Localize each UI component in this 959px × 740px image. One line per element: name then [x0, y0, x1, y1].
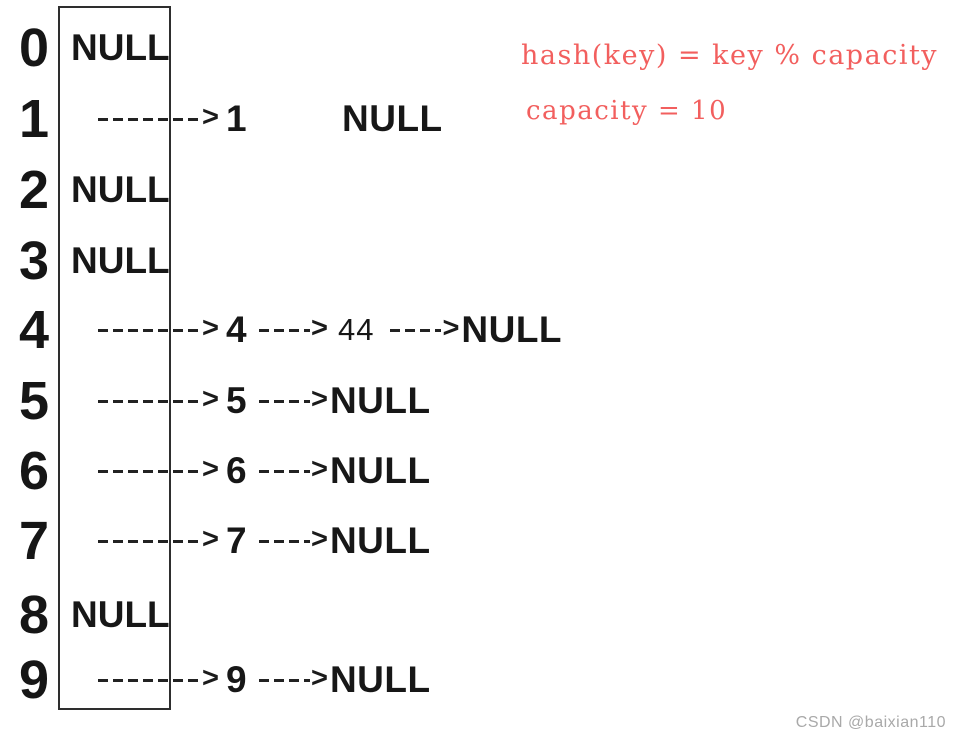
arrow-head-icon: >: [311, 311, 328, 344]
bucket-row-7: >7>NULL: [58, 506, 431, 576]
bucket-row-4: >4>44>NULL: [58, 295, 562, 365]
null-terminator: NULL: [71, 594, 170, 635]
dashed-arrow-long: >: [98, 452, 219, 486]
arrow-head-icon: >: [202, 452, 219, 485]
dashed-arrow-short: >: [259, 311, 328, 345]
null-terminator: NULL: [71, 27, 170, 68]
capacity-text: capacity = 10: [526, 96, 728, 126]
bucket-index-7: 7: [18, 511, 50, 571]
arrow-head-icon: >: [311, 522, 328, 555]
bucket-row-1: >1 NULL: [58, 84, 443, 154]
dashed-arrow-long: >: [98, 661, 219, 695]
bucket-row-5: >5>NULL: [58, 366, 431, 436]
node-value-1: 1: [225, 98, 248, 139]
dashed-arrow-long: >: [98, 311, 219, 345]
bucket-row-3: NULL: [58, 226, 170, 296]
bucket-index-2: 2: [18, 160, 50, 220]
dashed-arrow-short: >: [259, 452, 328, 486]
null-terminator: NULL: [329, 450, 431, 491]
dashed-arrow-long: >: [98, 100, 219, 134]
arrow-dash-line: [259, 678, 311, 682]
bucket-index-6: 6: [18, 441, 50, 501]
node-value-44: 44: [337, 312, 375, 347]
arrow-dash-line: [98, 328, 201, 332]
node-value-9: 9: [225, 659, 248, 700]
arrow-head-icon: >: [311, 661, 328, 694]
bucket-row-2: NULL: [58, 155, 170, 225]
dashed-arrow-long: >: [98, 382, 219, 416]
dashed-arrow-long: >: [98, 522, 219, 556]
arrow-dash-line: [98, 469, 201, 473]
bucket-index-3: 3: [18, 231, 50, 291]
bucket-index-9: 9: [18, 650, 50, 710]
bucket-row-6: >6>NULL: [58, 436, 431, 506]
dashed-arrow-short: >: [259, 522, 328, 556]
arrow-head-icon: >: [202, 661, 219, 694]
hash-formula-note: hash(key) = key % capacity capacity = 10: [521, 40, 938, 126]
arrow-dash-line: [259, 399, 311, 403]
node-value-6: 6: [225, 450, 248, 491]
arrow-dash-line: [98, 399, 201, 403]
bucket-index-1: 1: [18, 89, 50, 149]
node-value-4: 4: [225, 309, 248, 350]
arrow-head-icon: >: [311, 452, 328, 485]
dashed-arrow-short: >: [259, 661, 328, 695]
hash-formula-text: hash(key) = key % capacity: [521, 40, 939, 71]
bucket-row-8: NULL: [58, 580, 170, 650]
null-terminator: NULL: [329, 380, 431, 421]
node-value-7: 7: [225, 520, 248, 561]
arrow-dash-line: [259, 539, 311, 543]
arrow-head-icon: >: [442, 311, 460, 344]
bucket-row-0: NULL: [58, 13, 170, 83]
null-terminator: NULL: [461, 309, 563, 350]
arrow-head-icon: >: [202, 311, 219, 344]
bucket-index-4: 4: [18, 300, 50, 360]
bucket-index-0: 0: [18, 18, 50, 78]
dashed-arrow-short: >: [259, 382, 328, 416]
arrow-head-icon: >: [202, 382, 219, 415]
bucket-index-5: 5: [18, 371, 50, 431]
arrow-head-icon: >: [202, 100, 219, 133]
arrow-dash-line: [98, 539, 201, 543]
arrow-dash-line: [259, 328, 311, 332]
arrow-dash-line: [98, 117, 201, 121]
watermark: CSDN @baixian110: [795, 714, 946, 731]
bucket-index-8: 8: [18, 585, 50, 645]
null-terminator: NULL: [329, 659, 431, 700]
null-terminator: NULL: [71, 240, 170, 281]
node-value-5: 5: [225, 380, 248, 421]
arrow-dash-line: [390, 328, 442, 332]
arrow-dash-line: [259, 469, 311, 473]
dashed-arrow-short: >: [390, 311, 460, 345]
bucket-array-outline: [58, 6, 171, 710]
bucket-row-9: >9>NULL: [58, 645, 431, 715]
arrow-head-icon: >: [202, 522, 219, 555]
arrow-dash-line: [98, 678, 201, 682]
arrow-head-icon: >: [311, 382, 328, 415]
null-terminator: NULL: [71, 169, 170, 210]
null-terminator: NULL: [342, 98, 443, 139]
null-terminator: NULL: [329, 520, 431, 561]
